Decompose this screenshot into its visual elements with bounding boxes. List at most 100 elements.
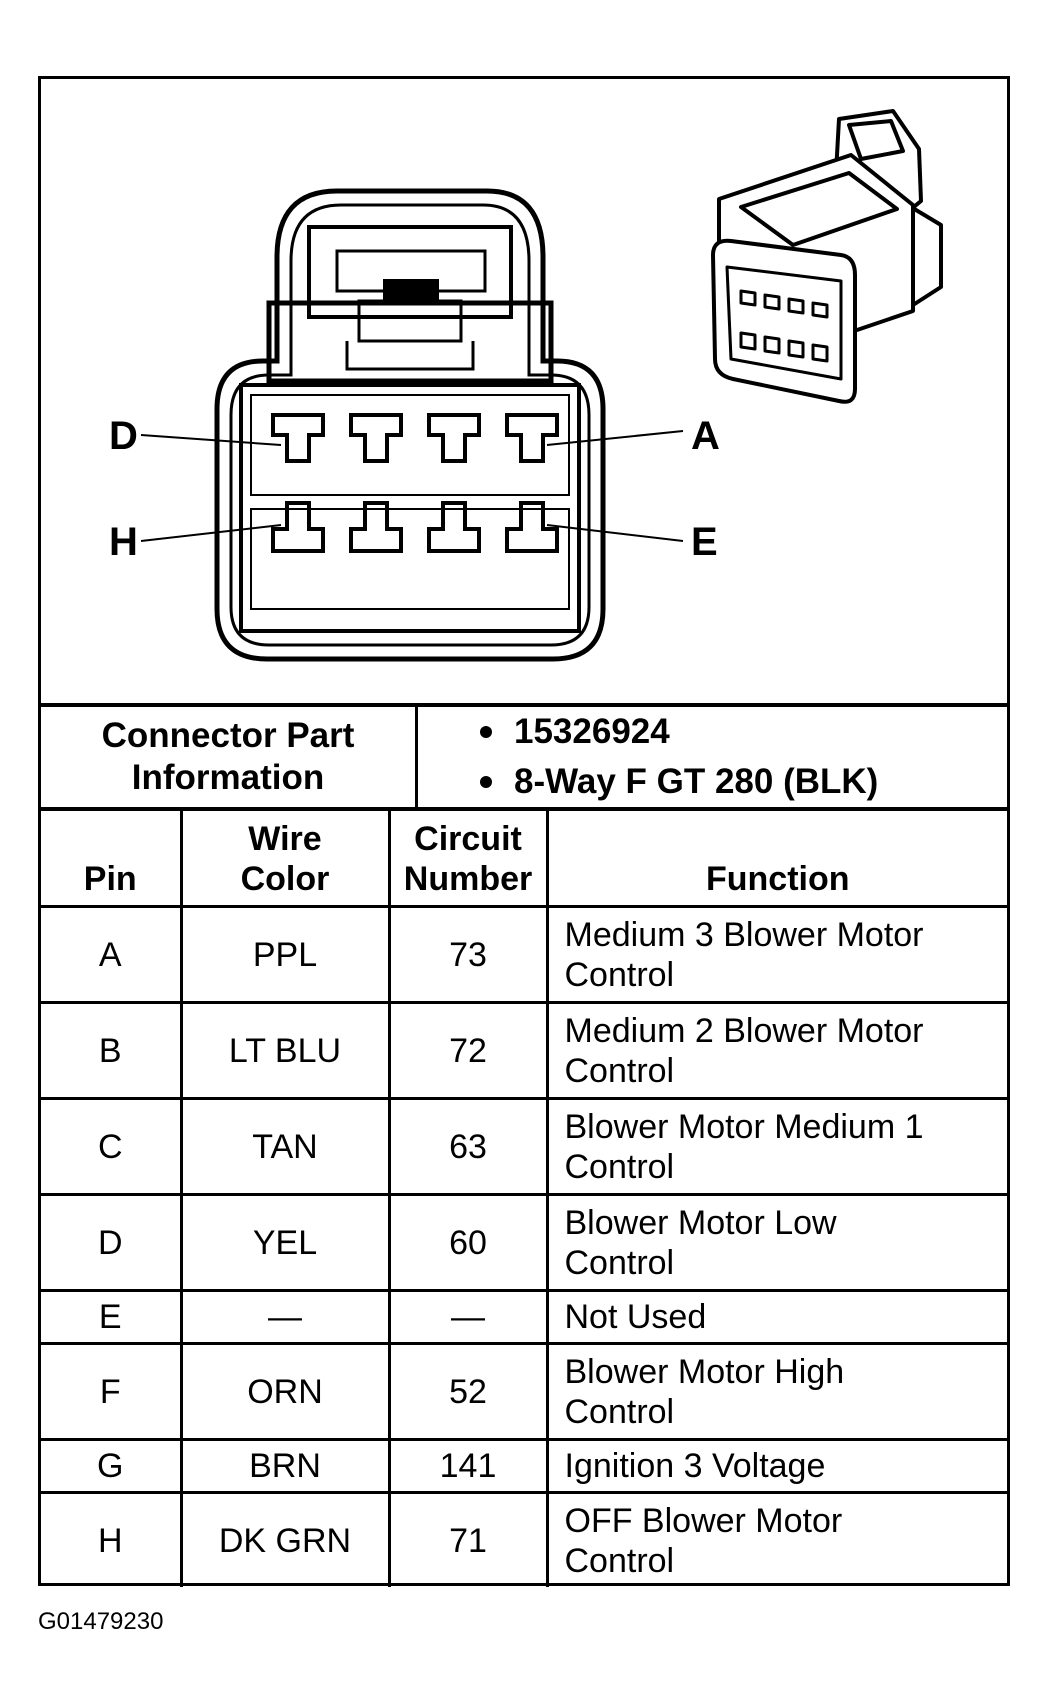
connector-bottom-cavities [739, 331, 829, 363]
function-line1: Blower Motor High [564, 1352, 845, 1391]
connector-outer-shell [214, 188, 606, 662]
pin-cell: E [41, 1289, 183, 1345]
function-cell: Ignition 3 Voltage [545, 1438, 1007, 1494]
function-line2: Control [564, 1392, 675, 1431]
header-function: Function [545, 811, 1007, 908]
terminal-b [427, 413, 481, 463]
terminal-c [349, 413, 403, 463]
leader-line-d [140, 434, 282, 446]
circuit-cell: 73 [387, 905, 549, 1004]
callout-a: A [691, 414, 720, 458]
connector-rear-slot [847, 119, 905, 161]
circuit-cell: 71 [387, 1491, 549, 1587]
wire-color-cell: LT BLU [179, 1001, 391, 1100]
terminal-e [505, 501, 559, 553]
wire-color-cell: YEL [179, 1193, 391, 1292]
table-row: D YEL 60 Blower Motor Low Control [41, 1193, 1007, 1292]
connector-top-face [739, 171, 899, 247]
pin-cell: H [41, 1491, 183, 1587]
connector-face-view: D A H E [109, 109, 943, 662]
pin-table: Pin Wire Color Circuit Number Function A… [41, 811, 1007, 1587]
function-cell: OFF Blower Motor Control [545, 1491, 1007, 1587]
wire-color-cell: BRN [179, 1438, 391, 1494]
wire-color-cell: — [179, 1289, 391, 1345]
leader-line-a [546, 430, 684, 446]
header-wire-color: Wire Color [179, 811, 391, 908]
terminal-a [505, 413, 559, 463]
part-number: 15326924 [514, 712, 670, 751]
top-row-terminals [271, 413, 559, 463]
function-line2: Control [564, 955, 675, 994]
part-description-item: 8-Way F GT 280 (BLK) [480, 757, 1007, 807]
bottom-row-frame [250, 508, 570, 610]
pin-cell: A [41, 905, 183, 1004]
function-line2: Control [564, 1541, 675, 1580]
function-line1: Blower Motor Low [564, 1203, 837, 1242]
function-line2: Control [564, 1147, 675, 1186]
pin-cell: C [41, 1097, 183, 1196]
pin-table-header: Pin Wire Color Circuit Number Function [41, 811, 1007, 908]
wire-color-cell: TAN [179, 1097, 391, 1196]
bullet-icon [480, 776, 492, 788]
terminal-h [271, 501, 325, 553]
info-label-line1: Connector Part [101, 716, 355, 755]
header-pin-text: Pin [83, 860, 137, 898]
part-number-item: 15326924 [480, 707, 1007, 757]
function-cell: Blower Motor Low Control [545, 1193, 1007, 1292]
circuit-cell: 72 [387, 1001, 549, 1100]
function-cell: Medium 3 Blower Motor Control [545, 905, 1007, 1004]
function-cell: Blower Motor Medium 1 Control [545, 1097, 1007, 1196]
function-cell: Not Used [545, 1289, 1007, 1345]
function-line2: Control [564, 1051, 675, 1090]
header-wire-line1: Wire [248, 820, 322, 858]
table-row: A PPL 73 Medium 3 Blower Motor Control [41, 905, 1007, 1004]
table-row: B LT BLU 72 Medium 2 Blower Motor Contro… [41, 1001, 1007, 1100]
circuit-cell: 63 [387, 1097, 549, 1196]
function-cell: Medium 2 Blower Motor Control [545, 1001, 1007, 1100]
function-cell: Blower Motor High Control [545, 1342, 1007, 1441]
table-row: H DK GRN 71 OFF Blower Motor Control [41, 1491, 1007, 1587]
terminal-f [427, 501, 481, 553]
connector-part-values: 15326924 8-Way F GT 280 (BLK) [418, 707, 1007, 807]
callout-e: E [691, 520, 718, 564]
circuit-cell: 141 [387, 1438, 549, 1494]
header-wire-line2: Color [240, 860, 330, 898]
circuit-cell: — [387, 1289, 549, 1345]
function-line1: Blower Motor Medium 1 [564, 1107, 924, 1146]
connector-inner-shell [229, 203, 591, 647]
part-description: 8-Way F GT 280 (BLK) [514, 762, 879, 801]
pin-cell: G [41, 1438, 183, 1494]
bullet-icon [480, 726, 492, 738]
circuit-cell: 52 [387, 1342, 549, 1441]
leader-line-h [140, 524, 282, 542]
table-row: C TAN 63 Blower Motor Medium 1 Control [41, 1097, 1007, 1196]
wire-color-cell: ORN [179, 1342, 391, 1441]
terminal-d [271, 413, 325, 463]
info-label-line2: Information [131, 758, 325, 797]
header-function-text: Function [705, 860, 850, 898]
header-circuit-number: Circuit Number [387, 811, 549, 908]
header-pin: Pin [41, 811, 183, 908]
connector-cavity-outline [725, 265, 843, 381]
table-row: G BRN 141 Ignition 3 Voltage [41, 1438, 1007, 1494]
function-line2: Control [564, 1243, 675, 1282]
circuit-cell: 60 [387, 1193, 549, 1292]
cavity-frame [239, 383, 581, 633]
latch-step [345, 341, 475, 371]
connector-figure: D A H E [41, 79, 1007, 703]
pin-cell: F [41, 1342, 183, 1441]
callout-d: D [109, 414, 138, 458]
function-line1: Ignition 3 Voltage [564, 1447, 826, 1485]
connector-part-information: Connector Part Information 15326924 8-Wa… [41, 703, 1007, 811]
table-row: E — — Not Used [41, 1289, 1007, 1345]
latch-key [383, 279, 439, 303]
terminal-g [349, 501, 403, 553]
pin-cell: D [41, 1193, 183, 1292]
figure-id: G01479230 [38, 1608, 164, 1635]
latch-frame [307, 225, 513, 319]
header-circuit-line1: Circuit [414, 820, 522, 858]
top-row-frame [250, 394, 570, 496]
table-row: F ORN 52 Blower Motor High Control [41, 1342, 1007, 1441]
latch-tab [357, 299, 463, 343]
pin-cell: B [41, 1001, 183, 1100]
